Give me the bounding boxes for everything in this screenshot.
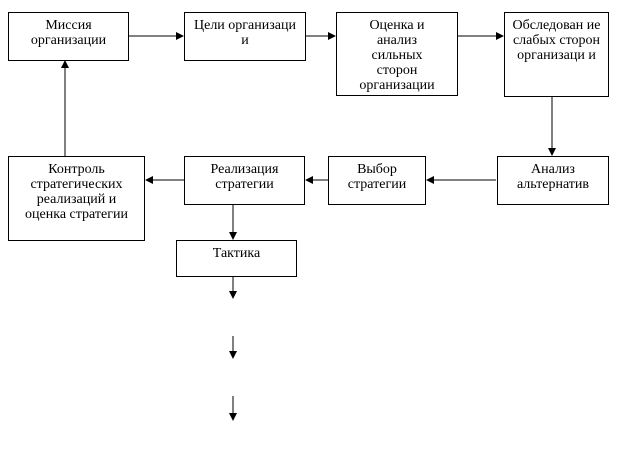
node-analysis: Оценка и анализ сильных сторон организац… bbox=[336, 12, 458, 96]
node-tactics-label: Тактика bbox=[212, 246, 261, 261]
node-tactics: Тактика bbox=[176, 240, 297, 277]
node-implementation-label: Реализация стратегии bbox=[210, 162, 279, 192]
node-alternatives: Анализ альтернатив bbox=[497, 156, 609, 205]
node-goals-label: Цели организаци и bbox=[194, 18, 296, 48]
node-weak: Обследован ие слабых сторон организаци и bbox=[504, 12, 609, 97]
node-mission-label: Миссия организации bbox=[30, 18, 107, 48]
node-goals: Цели организаци и bbox=[184, 12, 306, 61]
node-mission: Миссия организации bbox=[8, 12, 129, 61]
node-choice: Выбор стратегии bbox=[328, 156, 426, 205]
node-implementation: Реализация стратегии bbox=[184, 156, 305, 205]
node-choice-label: Выбор стратегии bbox=[347, 162, 407, 192]
node-control-label: Контроль стратегических реализаций и оце… bbox=[25, 162, 128, 222]
node-alternatives-label: Анализ альтернатив bbox=[516, 162, 590, 192]
node-analysis-label: Оценка и анализ сильных сторон организац… bbox=[359, 18, 435, 93]
node-weak-label: Обследован ие слабых сторон организаци и bbox=[512, 18, 601, 63]
node-control: Контроль стратегических реализаций и оце… bbox=[8, 156, 145, 241]
